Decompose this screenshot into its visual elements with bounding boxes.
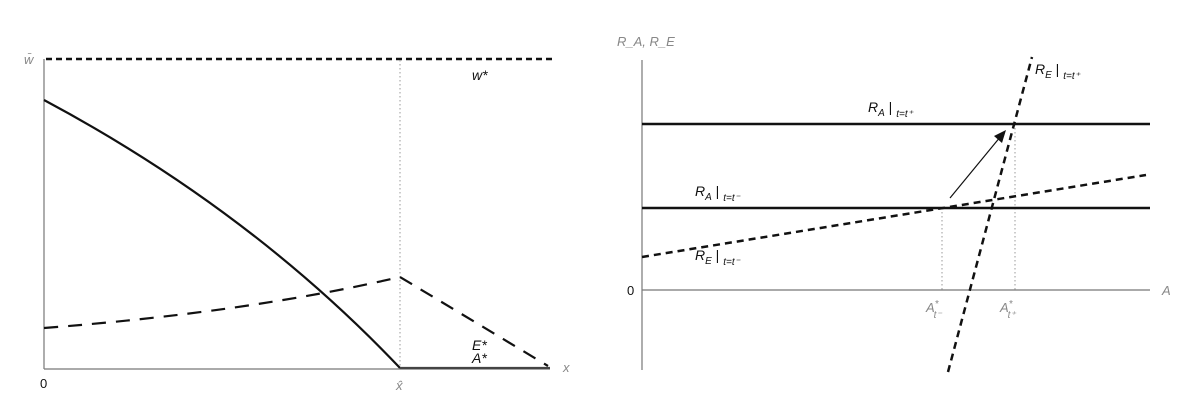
e-star-label: E* <box>472 337 487 353</box>
right-origin-label: 0 <box>627 283 634 298</box>
ra-minus-main: R <box>695 183 705 199</box>
ra-plus-label: RA | t=t⁺ <box>868 99 914 120</box>
a-star-curve <box>43 99 401 369</box>
x-hat-label: x̂ <box>395 378 403 393</box>
a-plus-main: A <box>999 300 1009 315</box>
re-plus-main: R <box>1035 61 1045 77</box>
re-minus-main: R <box>695 247 705 263</box>
left-y-label: w̄ <box>24 52 35 67</box>
re-minus-sub: E <box>705 256 712 267</box>
re-plus-cond: t=t⁺ <box>1063 71 1080 82</box>
re-plus-line <box>946 56 1034 373</box>
ra-plus-cond: t=t⁺ <box>896 109 913 120</box>
a-minus-sub: t⁻ <box>934 310 943 321</box>
re-minus-cond: t=t⁻ <box>723 257 740 268</box>
re-plus-label: RE | t=t⁺ <box>1035 61 1081 82</box>
left-panel: w̄ w* E* A* x 0 x̂ <box>24 52 570 393</box>
re-plus-sub: E <box>1045 70 1052 81</box>
ra-minus-sub: A <box>704 192 712 203</box>
a-plus-tick-label: A*t⁺ <box>999 299 1016 321</box>
re-minus-label: RE | t=t⁻ <box>695 247 741 268</box>
right-y-label-text: R_A, R_E <box>617 34 675 49</box>
right-panel: R_A, R_E 0 A RA | t=t⁺ RA | t=t⁻ RE | t=… <box>617 34 1171 373</box>
a-plus-sub: t⁺ <box>1008 310 1017 321</box>
right-y-label: R_A, R_E <box>617 34 675 49</box>
a-minus-tick-label: A*t⁻ <box>925 299 942 321</box>
right-x-label: A <box>1161 283 1171 298</box>
a-minus-sup: * <box>935 299 940 310</box>
arrow-head-icon <box>994 130 1006 143</box>
a-star-label: A* <box>471 350 487 366</box>
ra-minus-cond: t=t⁻ <box>723 193 740 204</box>
re-minus-line <box>641 173 1147 259</box>
w-star-label: w* <box>472 67 488 83</box>
left-origin-label: 0 <box>40 376 47 391</box>
ra-plus-main: R <box>868 99 878 115</box>
ra-plus-sub: A <box>877 108 885 119</box>
a-plus-sup: * <box>1009 299 1014 310</box>
shift-arrow <box>949 135 1002 199</box>
left-x-label: x <box>562 360 570 375</box>
a-minus-main: A <box>925 300 935 315</box>
ra-minus-label: RA | t=t⁻ <box>695 183 741 204</box>
e-star-curve <box>43 275 549 367</box>
